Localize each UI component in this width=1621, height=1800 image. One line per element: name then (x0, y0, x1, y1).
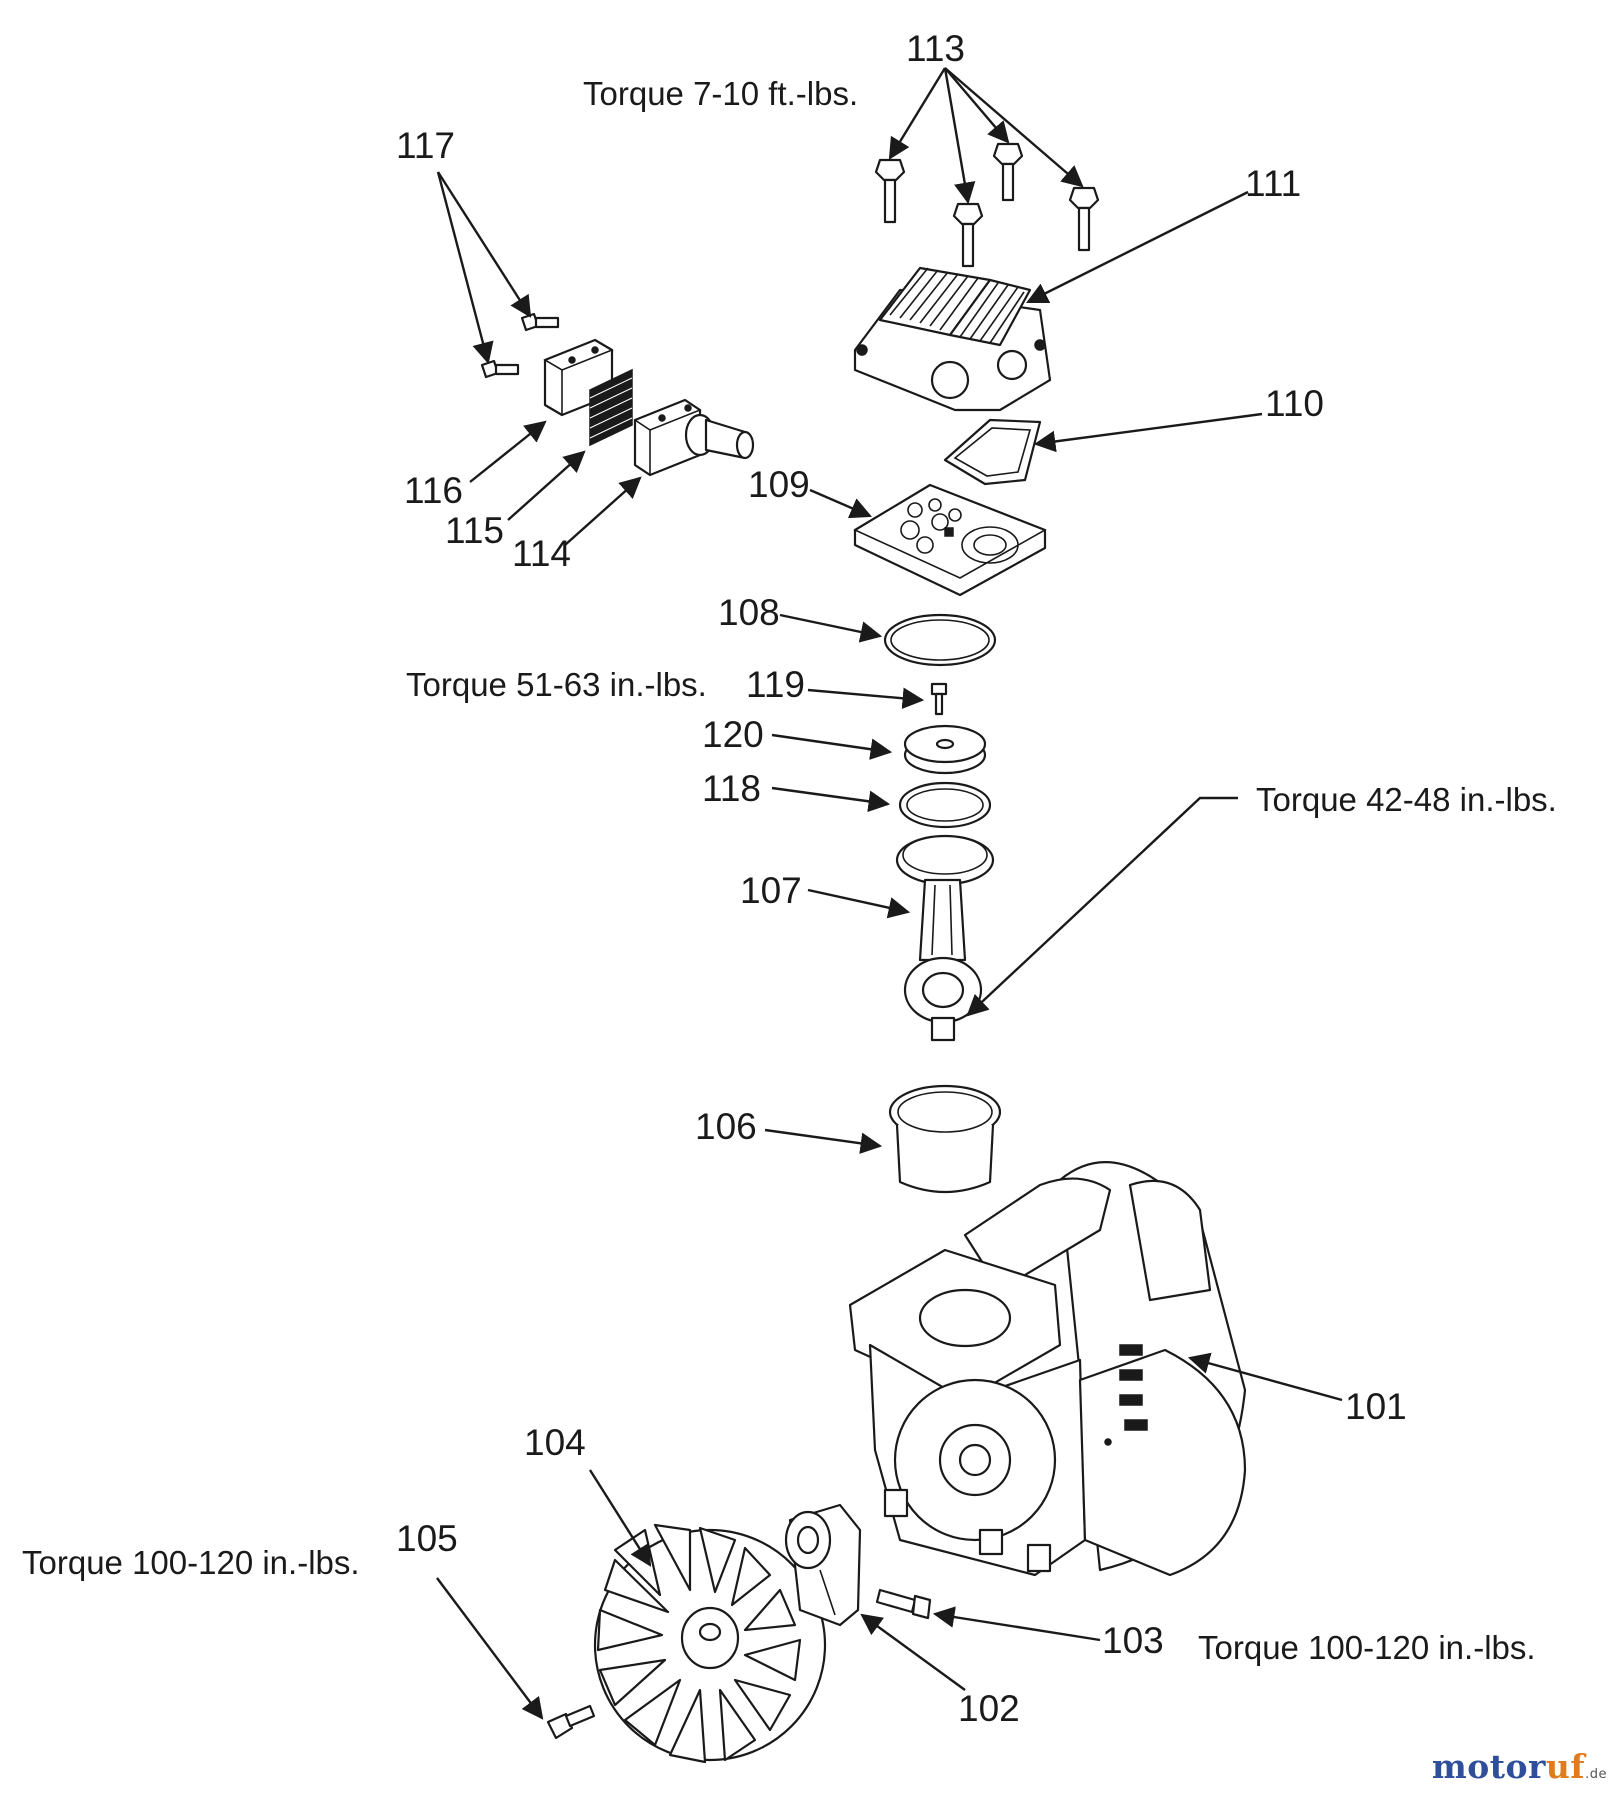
head-bolt (874, 158, 906, 224)
part-111-cylinder-head (853, 266, 1052, 412)
motoruf-watermark-logo: motoruf.de (1431, 1747, 1607, 1786)
part-103-bolt (875, 1588, 932, 1620)
part-117-screws (480, 312, 560, 379)
part-119-screw (930, 682, 948, 716)
part-114-filter-housing (633, 398, 755, 477)
torque-note-head-bolts: Torque 7-10 ft.-lbs. (583, 75, 859, 112)
part-105-bolt (546, 1704, 596, 1740)
callout-104: 104 (524, 1422, 586, 1463)
callout-107: 107 (740, 870, 802, 911)
callout-117: 117 (396, 125, 455, 166)
callout-111: 111 (1245, 163, 1302, 204)
part-102-eccentric (784, 1503, 862, 1627)
callout-108: 108 (718, 592, 780, 633)
part-113-head-bolts (874, 142, 1100, 268)
part-101-motor-crankcase (848, 1161, 1247, 1577)
callout-109: 109 (748, 464, 810, 505)
callout-114: 114 (512, 533, 571, 574)
callout-106: 106 (695, 1106, 757, 1147)
part-120-retainer (903, 724, 987, 775)
part-104-cooling-fan (593, 1523, 827, 1764)
callout-105: 105 (396, 1518, 458, 1559)
head-bolt (952, 202, 984, 268)
part-115-filter-element (589, 368, 633, 447)
callout-119: 119 (746, 664, 805, 705)
head-bolt (1068, 186, 1100, 252)
part-108-o-ring (883, 613, 997, 667)
torque-note-valve-screw: Torque 51-63 in.-lbs. (406, 666, 707, 703)
torque-note-fan-bolt: Torque 100-120 in.-lbs. (22, 1544, 360, 1581)
part-118-ring (898, 781, 992, 829)
torque-note-connecting-rod: Torque 42-48 in.-lbs. (1256, 781, 1557, 818)
callout-103: 103 (1102, 1620, 1164, 1661)
callout-118: 118 (702, 768, 761, 809)
part-106-cylinder-sleeve (888, 1084, 1002, 1194)
callout-101: 101 (1345, 1386, 1407, 1427)
callout-115: 115 (445, 510, 504, 551)
callout-113: 113 (906, 28, 965, 69)
callout-120: 120 (702, 714, 764, 755)
part-109-valve-plate (853, 483, 1047, 597)
callout-110: 110 (1265, 383, 1324, 424)
callout-102: 102 (958, 1688, 1020, 1729)
part-110-head-gasket (943, 418, 1042, 486)
torque-note-eccentric-bolt: Torque 100-120 in.-lbs. (1198, 1629, 1536, 1666)
head-bolt (992, 142, 1024, 202)
callout-116: 116 (404, 470, 463, 511)
part-107-connecting-rod (895, 834, 995, 1042)
leader-lines (436, 67, 1343, 1720)
